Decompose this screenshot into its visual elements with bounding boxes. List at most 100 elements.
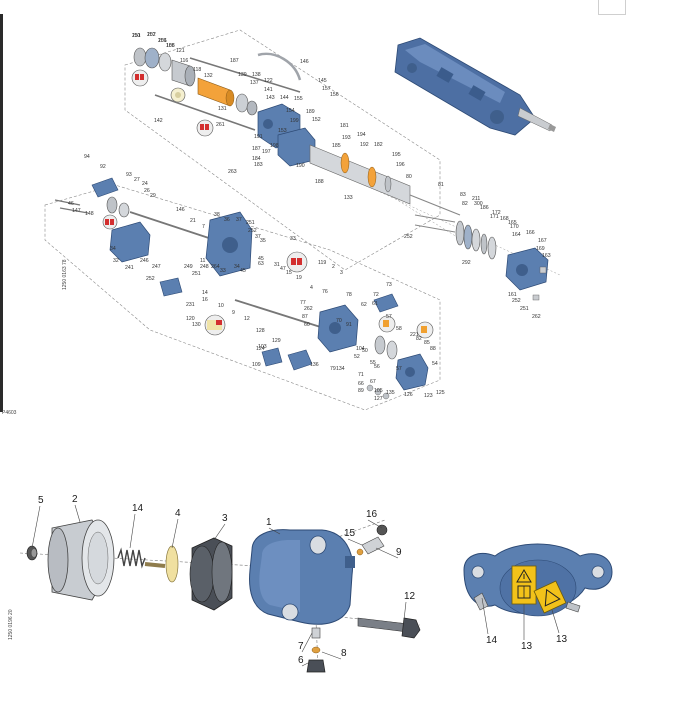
callout-number: 106 [158, 38, 167, 44]
callout-number: 126 [404, 392, 413, 398]
callout-number: 134 [336, 366, 345, 372]
callout-number: 66 [358, 381, 364, 387]
callout-number: 292 [462, 260, 471, 266]
callout-number: 73 [386, 282, 392, 288]
callout-number: 80 [406, 174, 412, 180]
callout-number: 211 [472, 196, 480, 202]
upper-part-group [131, 47, 461, 216]
callout-number: 9 [232, 310, 235, 316]
leader-line [74, 504, 81, 523]
callout-number: 27 [134, 177, 140, 183]
callout-number: 165 [508, 220, 517, 226]
callout-number: 38 [214, 212, 220, 218]
callout-number: 33 [220, 268, 226, 274]
lower-part-group [261, 293, 434, 400]
callout-number: 251 [132, 33, 141, 39]
callout-number: 21 [190, 218, 196, 224]
callout-number: 181 [340, 123, 349, 129]
callout-number: 104 [356, 346, 365, 352]
callout-number: 231 [186, 302, 195, 308]
callout-number: 50 [362, 348, 368, 354]
left-margin-rule [0, 14, 3, 412]
callout-number: 72 [373, 292, 379, 298]
callout-number: 182 [374, 142, 383, 148]
callout-number: 78 [346, 292, 352, 298]
part-5-nut [26, 545, 38, 561]
callout-number: 147 [72, 208, 81, 214]
callout-number: 120 [186, 316, 195, 322]
callout-number: 186 [480, 205, 489, 211]
callout-number: 130 [192, 322, 201, 328]
callout-number: 32 [113, 258, 119, 264]
right-part-group [414, 214, 549, 301]
callout-number: 123 [424, 393, 433, 399]
callout-number: 83 [460, 192, 466, 198]
callout-number: 187 [230, 58, 239, 64]
callout-number: 3 [340, 270, 343, 276]
callout-number: 119 [318, 260, 326, 266]
callout-number: 54 [432, 361, 438, 367]
callout-number: 14 [202, 290, 208, 296]
callout-number: 15 [286, 270, 292, 276]
callout-number: 161 [508, 292, 517, 298]
callout-number: 31 [274, 262, 280, 268]
callout-number: 15 [344, 528, 356, 539]
callout-number: 89 [358, 388, 364, 394]
callout-number: 61 [372, 301, 378, 307]
callout-number: 145 [318, 78, 327, 84]
callout-number: 47 [280, 266, 286, 272]
callout-number: 3 [222, 513, 228, 524]
leader-line [31, 505, 41, 549]
callout-number: 7 [298, 641, 304, 652]
callout-number: 262 [532, 314, 541, 320]
callout-number: 4 [310, 285, 313, 291]
callout-number: 105 [374, 388, 383, 394]
callout-number: 252 [404, 234, 413, 240]
part-14-spring [117, 547, 146, 569]
callout-number: 4 [175, 508, 181, 519]
callout-number: 196 [396, 162, 405, 168]
callout-number: 155 [294, 96, 303, 102]
callout-number: 110 [132, 33, 140, 39]
callout-number: 168 [500, 216, 509, 222]
callout-number: 93 [126, 172, 132, 178]
callout-number: 251 [246, 220, 255, 226]
callout-number: 55 [370, 360, 376, 366]
callout-number: 138 [252, 72, 261, 78]
callout-number: 57 [396, 366, 402, 372]
callout-number: 129 [272, 338, 281, 344]
callout-number: 12 [404, 591, 416, 602]
callout-number: 132 [204, 73, 213, 79]
callout-number: 188 [315, 179, 324, 185]
callout-number: 247 [152, 264, 161, 270]
callout-number: 135 [386, 390, 395, 396]
callout-number: 252 [248, 228, 257, 234]
leader-line [301, 661, 311, 667]
manual-book-icon [517, 585, 531, 599]
callout-number: 142 [154, 118, 163, 124]
callout-number: 85 [424, 340, 430, 346]
callout-number: 76 [322, 289, 328, 295]
inset-callout-number: 13 [521, 641, 533, 652]
callout-number: 56 [374, 364, 380, 370]
callout-number: 189 [306, 109, 315, 115]
callout-number: 109 [252, 362, 261, 368]
callout-number: 26 [144, 188, 150, 194]
callout-number: 12 [244, 316, 250, 322]
callout-number: 195 [392, 152, 401, 158]
callout-number: 133 [344, 195, 353, 201]
callout-number: 187 [252, 146, 261, 152]
callout-number: 252 [512, 298, 521, 304]
assembled-unit-image [394, 37, 556, 136]
callout-number: 36 [224, 217, 230, 223]
callout-number: 146 [176, 207, 185, 213]
callout-number: 116 [180, 58, 188, 64]
callout-number: 261 [216, 122, 225, 128]
callout-number: 184 [252, 156, 261, 162]
callout-number: 37 [255, 234, 261, 240]
part-4-valve [144, 545, 179, 583]
callout-number: 198 [270, 143, 279, 149]
